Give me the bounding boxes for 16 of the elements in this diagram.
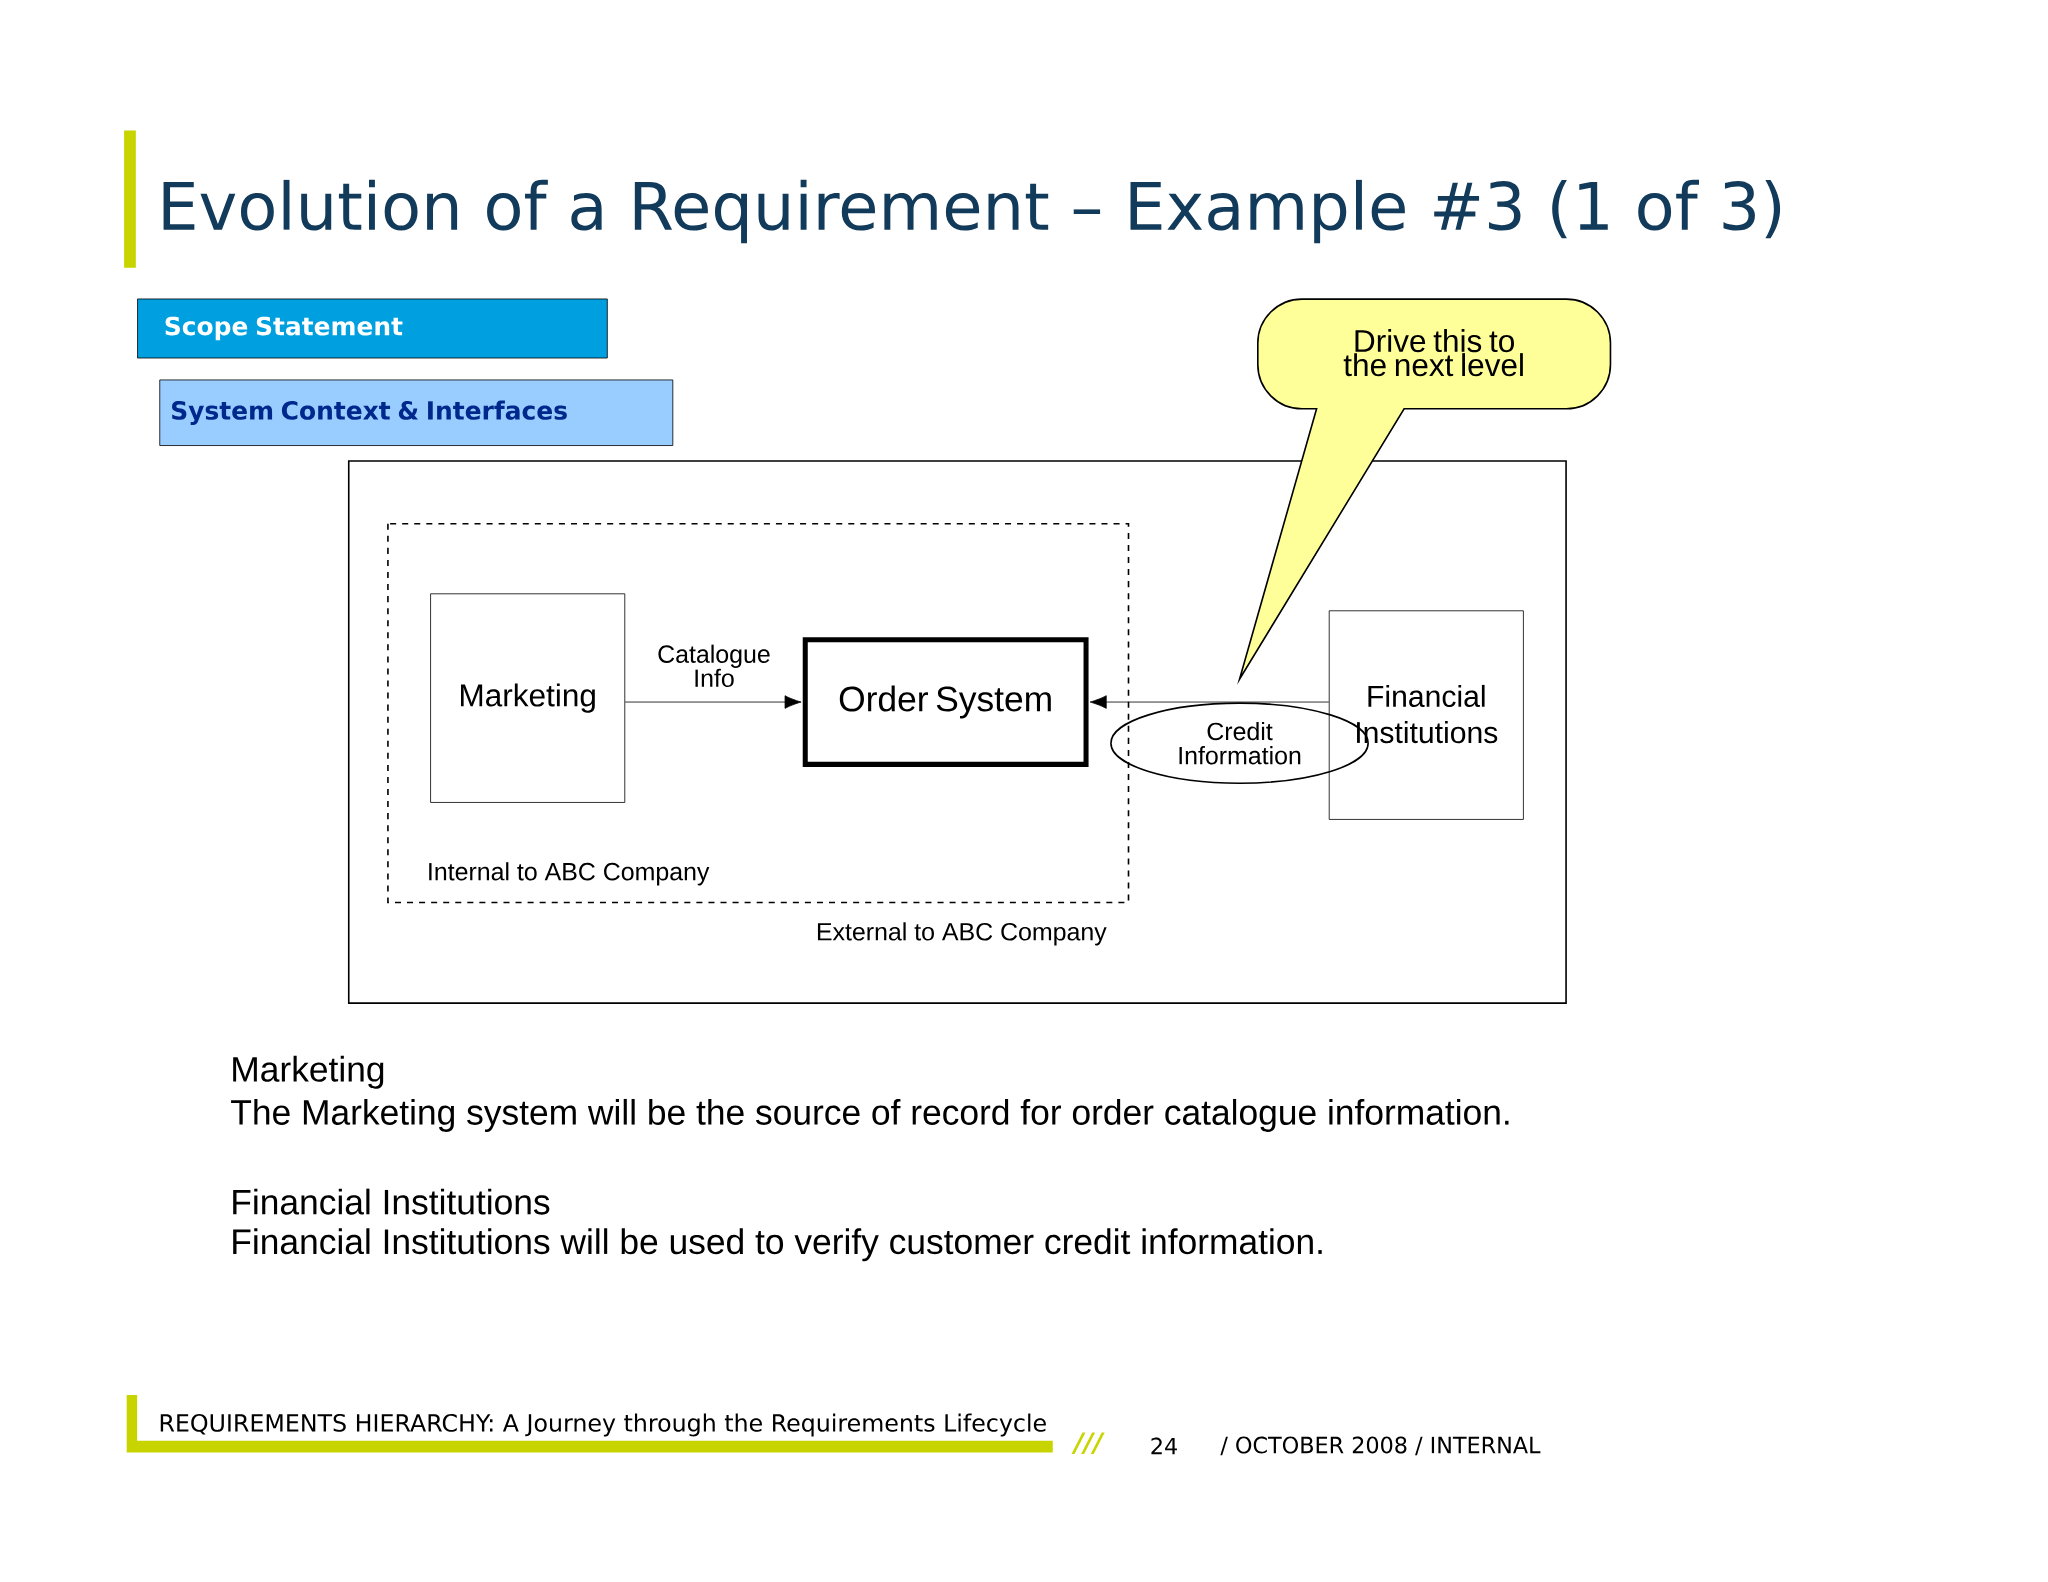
- slash-mark: ///: [1071, 1432, 1105, 1455]
- body-heading: Financial Institutions: [233, 1188, 550, 1215]
- footer-text: REQUIREMENTS HIERARCHY: A Journey through the Requirements Lifecycle: [160, 1413, 1046, 1437]
- system-box: Marketing: [430, 593, 626, 803]
- page-number: 24: [1151, 1437, 1177, 1455]
- edge-label: Catalogue Info: [658, 644, 770, 688]
- body-text: The Marketing system will be the source of record for order catalogue information.: [231, 1099, 1509, 1133]
- body-text: Financial Institutions will be used to verify customer credit information.: [233, 1228, 1322, 1262]
- banner: Scope Statement: [137, 298, 608, 359]
- title: Evolution of a Requirement – Example #3 (1 of 3): [163, 180, 1781, 244]
- system-box: Order System: [802, 637, 1089, 767]
- arrow: [624, 695, 802, 709]
- body-heading: Marketing: [233, 1056, 384, 1089]
- footer-text: / OCTOBER 2008 / INTERNAL: [1220, 1436, 1541, 1456]
- arrow: [1089, 695, 1330, 709]
- banner: System Context & Interfaces: [159, 379, 674, 447]
